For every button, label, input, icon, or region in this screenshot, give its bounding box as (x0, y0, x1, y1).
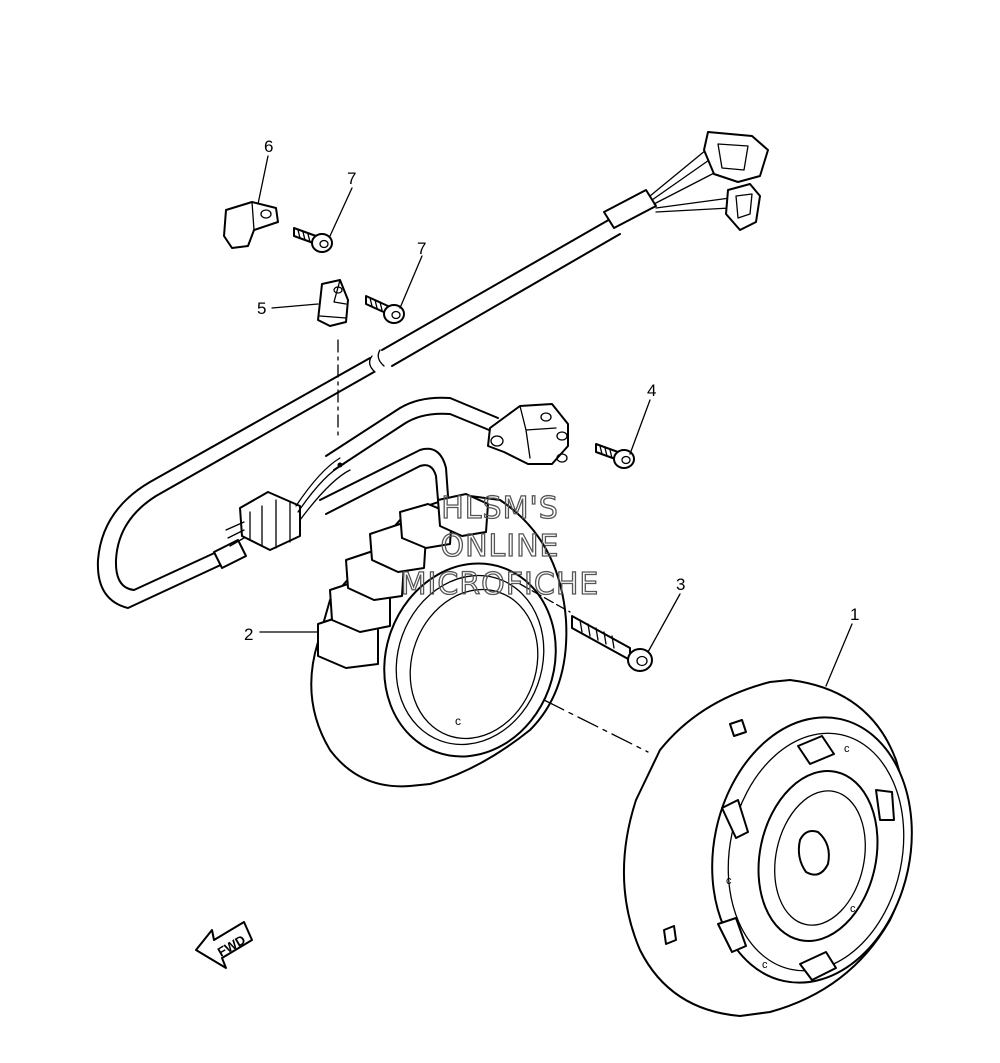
watermark-line-3: MICROFICHE (401, 567, 600, 602)
callout-4: 4 (647, 381, 656, 400)
pickup-coil (487, 403, 569, 465)
wire-harness (96, 131, 769, 609)
clamp-screw (365, 295, 405, 324)
callout-7-lower: 7 (417, 239, 426, 258)
callout-labels: 1 2 3 4 5 6 7 7 (244, 137, 859, 644)
svg-text:c: c (455, 714, 461, 728)
svg-text:c: c (844, 743, 850, 755)
bracket (223, 201, 279, 249)
forward-direction-arrow: FWD (195, 921, 253, 969)
bracket-screw (293, 227, 333, 253)
stator-leads (295, 339, 499, 521)
svg-text:c: c (850, 903, 856, 915)
rotor: c c c c (622, 679, 913, 1017)
stator-assembly: c (310, 493, 568, 788)
pickup-coil-screw (595, 443, 635, 469)
cable-clamp (317, 279, 349, 327)
leader-lines (257, 155, 853, 687)
watermark-line-1: HLSM'S (441, 491, 559, 526)
callout-2: 2 (244, 625, 253, 644)
callout-7-upper: 7 (347, 169, 356, 188)
stator-bolt (519, 583, 653, 672)
svg-text:c: c (726, 875, 732, 887)
assembly-centerline (543, 699, 649, 753)
callout-6: 6 (264, 137, 273, 156)
callout-5: 5 (257, 299, 266, 318)
watermark-line-2: ONLINE (440, 529, 559, 564)
watermark: HLSM'S ONLINE MICROFICHE (400, 490, 600, 602)
callout-1: 1 (850, 605, 859, 624)
svg-text:c: c (762, 959, 768, 971)
callout-3: 3 (676, 575, 685, 594)
